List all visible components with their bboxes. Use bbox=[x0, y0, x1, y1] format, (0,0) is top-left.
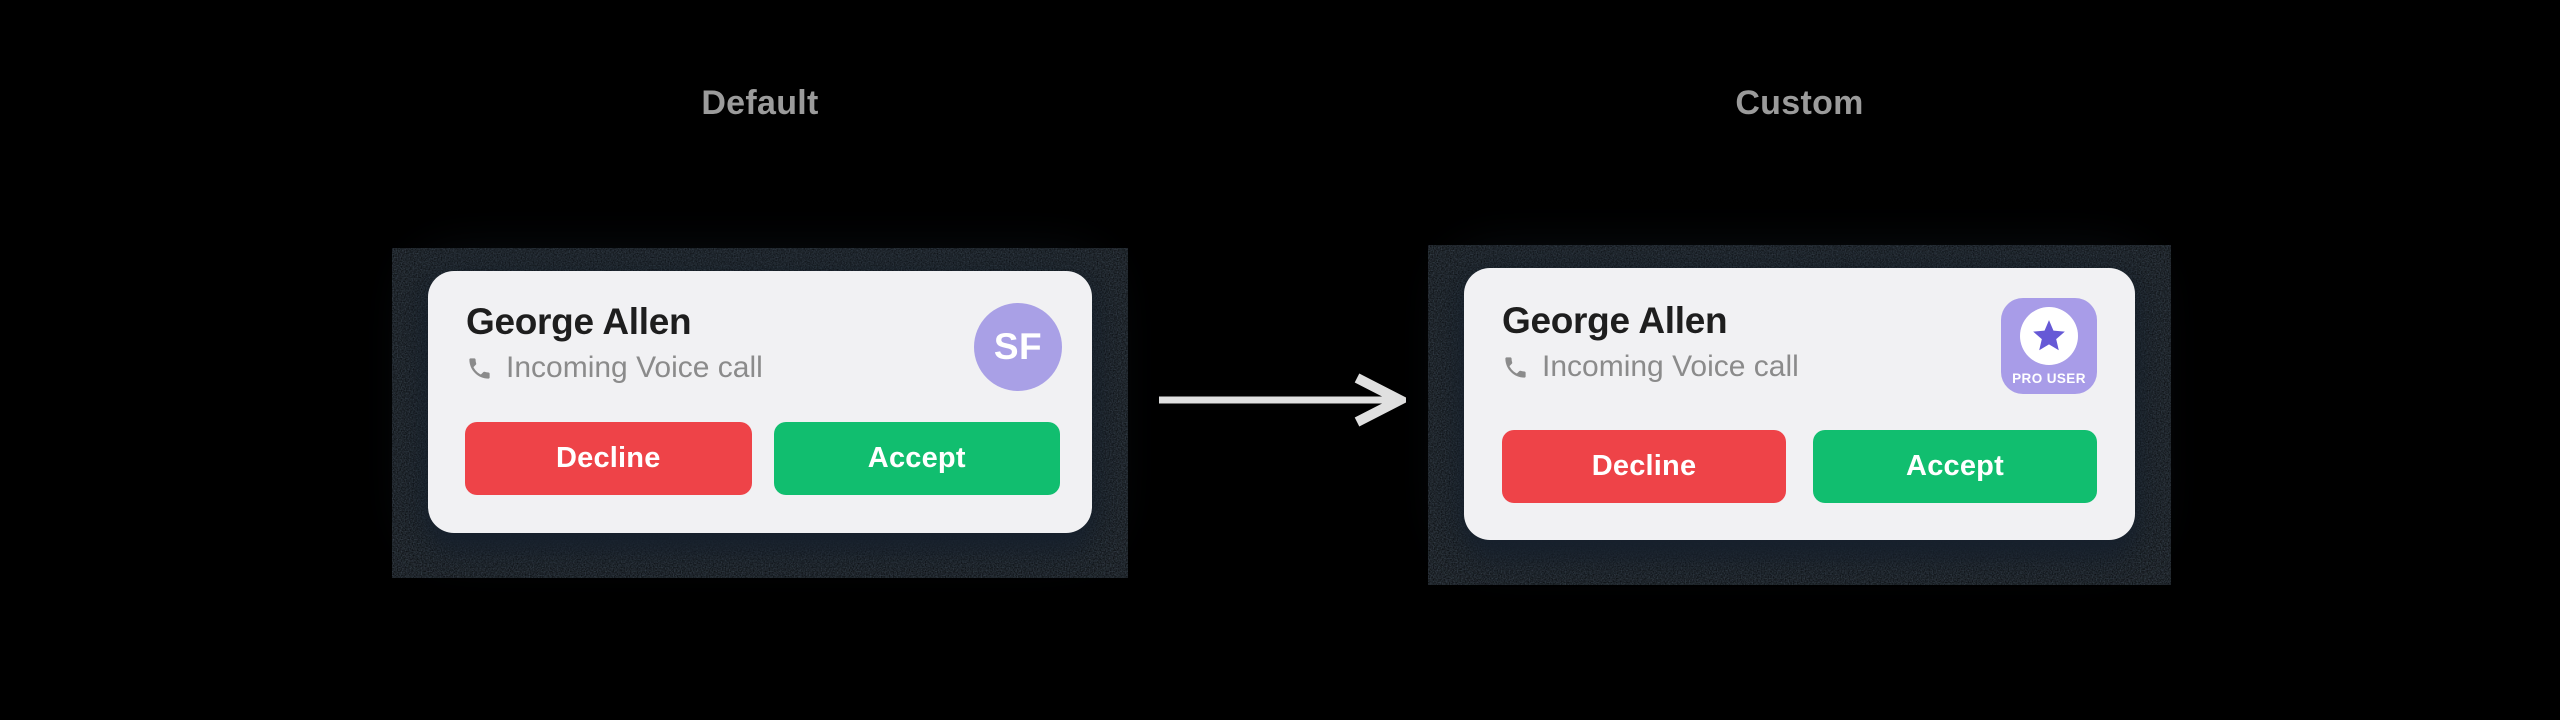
card-header: George Allen Incoming Voice call PRO USE… bbox=[1464, 268, 2135, 394]
accept-button[interactable]: Accept bbox=[1813, 430, 2097, 503]
accept-button[interactable]: Accept bbox=[773, 422, 1060, 495]
caller-info: George Allen Incoming Voice call bbox=[466, 299, 763, 385]
caller-name: George Allen bbox=[1502, 300, 1728, 341]
call-actions: Decline Accept bbox=[1502, 430, 2097, 503]
arrow-right-icon bbox=[1158, 370, 1411, 430]
decline-button[interactable]: Decline bbox=[465, 422, 752, 495]
call-type-row: Incoming Voice call bbox=[1502, 350, 1799, 384]
call-type-label: Incoming Voice call bbox=[506, 351, 763, 385]
pro-user-badge: PRO USER bbox=[2001, 298, 2097, 394]
avatar: SF bbox=[974, 303, 1062, 391]
caller-name: George Allen bbox=[466, 301, 692, 342]
avatar-initials: SF bbox=[993, 326, 1043, 367]
section-label-custom: Custom bbox=[1735, 84, 1864, 122]
pro-user-label: PRO USER bbox=[2012, 370, 2086, 386]
decline-button[interactable]: Decline bbox=[1502, 430, 1786, 503]
phone-icon bbox=[466, 355, 493, 382]
section-label-default: Default bbox=[701, 84, 819, 122]
call-type-label: Incoming Voice call bbox=[1542, 350, 1799, 384]
caller-info: George Allen Incoming Voice call bbox=[1502, 298, 1799, 384]
card-header: George Allen Incoming Voice call SF bbox=[428, 271, 1092, 391]
star-icon bbox=[2020, 306, 2078, 365]
incoming-call-card-default: George Allen Incoming Voice call SF Decl… bbox=[428, 271, 1092, 533]
phone-icon bbox=[1502, 354, 1529, 381]
incoming-call-card-custom: George Allen Incoming Voice call PRO USE… bbox=[1464, 268, 2135, 540]
call-actions: Decline Accept bbox=[465, 422, 1060, 495]
call-type-row: Incoming Voice call bbox=[466, 351, 763, 385]
